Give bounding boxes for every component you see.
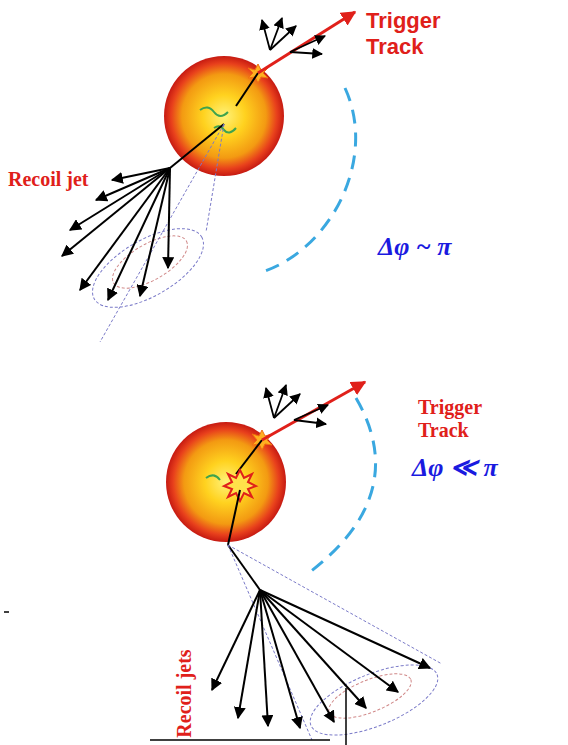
medium-sphere bbox=[164, 56, 284, 176]
angle-label: Δφ ≪ π bbox=[412, 452, 498, 483]
angle-label: Δφ ~ π bbox=[378, 232, 452, 262]
recoil-label: Recoil jet bbox=[8, 168, 89, 191]
trigger-label: Trigger Track bbox=[418, 396, 498, 442]
bottom-panel bbox=[4, 382, 447, 745]
trigger-label: Trigger Track bbox=[366, 8, 458, 60]
top-panel bbox=[62, 12, 356, 342]
medium-sphere bbox=[166, 422, 286, 542]
recoil-label: Recoil jets bbox=[172, 650, 195, 738]
